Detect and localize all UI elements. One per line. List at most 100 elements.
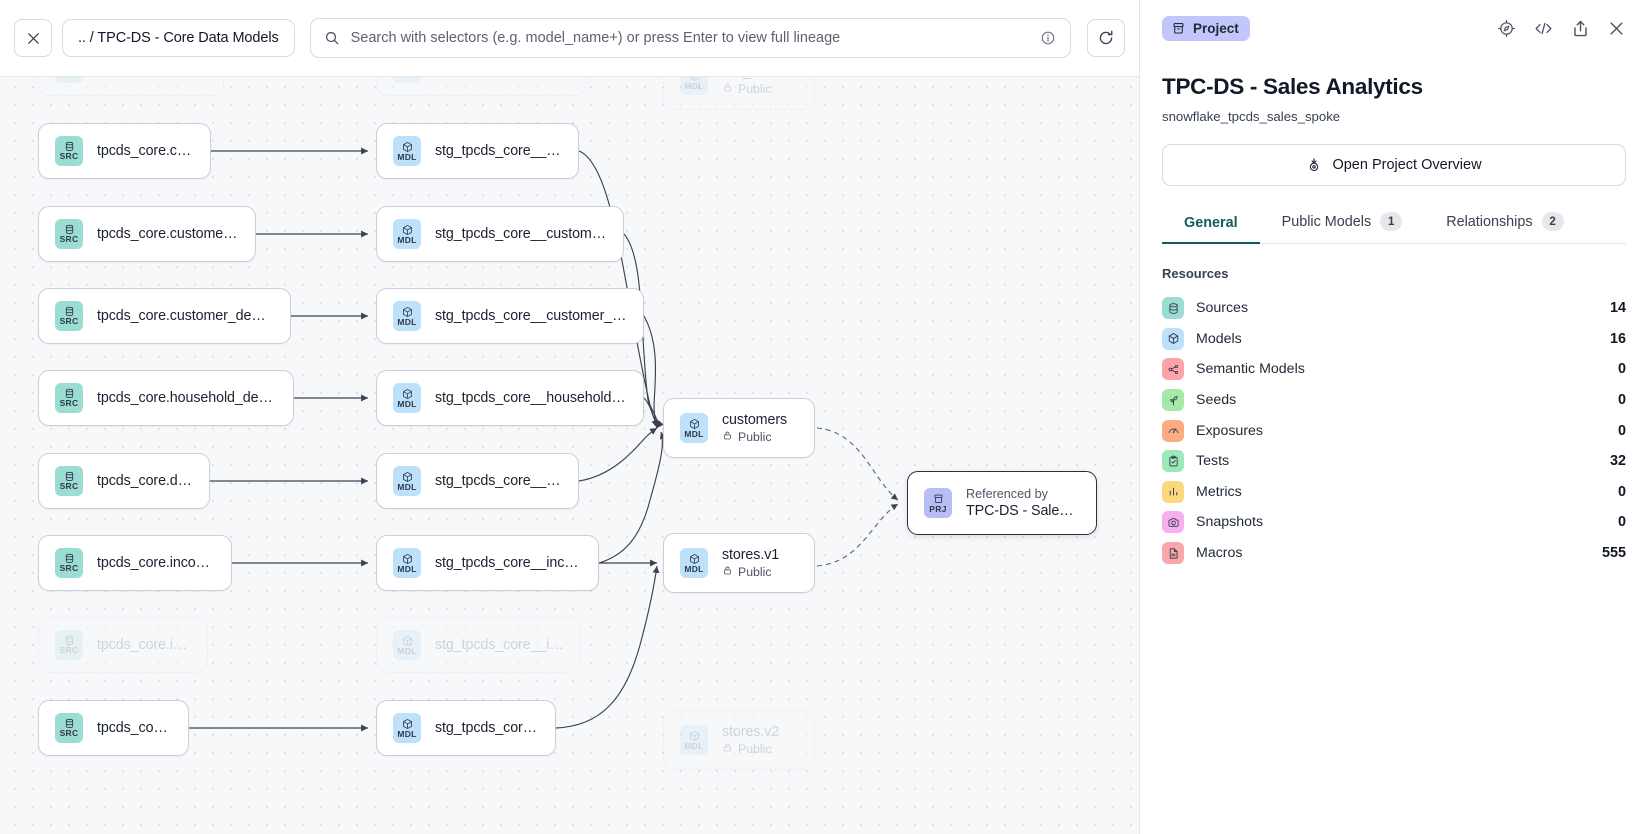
resource-label: Tests — [1196, 453, 1230, 470]
lineage-node-name: tpcds_core.household_demographics — [97, 390, 277, 406]
resource-label: Snapshots — [1196, 514, 1264, 531]
explore-button[interactable] — [1497, 19, 1516, 38]
lineage-node-mdl-household[interactable]: MDLstg_tpcds_core__household_demogr… — [376, 370, 644, 426]
lineage-node-layer: SRCtpcds_core.call_centerSRCtpcds_core.c… — [38, 40, 1097, 770]
resource-type-chip[interactable]: Project — [1162, 15, 1250, 41]
lineage-node-visibility: Public — [722, 742, 779, 756]
lineage-node-labels: tpcds_core.date_dim — [97, 473, 193, 489]
lineage-node-src-inventory[interactable]: SRC tpcds_core.inventory — [38, 617, 208, 673]
resource-count: 555 — [1601, 545, 1626, 562]
lineage-canvas[interactable]: SRCtpcds_core.call_centerSRCtpcds_core.c… — [0, 0, 1139, 834]
resource-row-snapshots[interactable]: Snapshots 0 — [1162, 507, 1626, 538]
tab-general[interactable]: General — [1162, 215, 1260, 244]
panel-header: Project — [1162, 0, 1626, 56]
lineage-node-name: stg_tpcds_core__inventory — [435, 637, 564, 653]
close-lineage-button[interactable] — [14, 19, 52, 57]
lock-icon — [722, 430, 733, 444]
refresh-button[interactable] — [1087, 19, 1125, 57]
resource-label: Semantic Models — [1196, 361, 1305, 378]
lineage-node-mdl-customer-demo[interactable]: MDLstg_tpcds_core__customer_demogra… — [376, 288, 644, 344]
search-bar[interactable] — [309, 18, 1071, 58]
lineage-node-name: stores.v1 — [722, 547, 780, 563]
resource-count: 0 — [1617, 514, 1626, 531]
mdl-badge-icon: MDL — [393, 548, 421, 578]
search-input[interactable] — [350, 30, 1029, 46]
lineage-node-labels: stg_tpcds_core__inventory — [435, 637, 564, 653]
mdl-badge-icon: MDL — [680, 548, 708, 578]
search-info-button[interactable] — [1040, 30, 1056, 46]
src-badge-icon: SRC — [55, 301, 83, 331]
page-title: TPC-DS - Sales Analytics — [1162, 74, 1423, 99]
prj-badge-icon: PRJ — [924, 488, 952, 518]
chip-label: Project — [1193, 20, 1239, 36]
lineage-node-labels: tpcds_core.inventory — [97, 637, 191, 653]
graph-icon — [1162, 358, 1184, 381]
resource-count: 0 — [1617, 483, 1626, 500]
src-badge-icon: SRC — [55, 630, 83, 660]
lineage-node-name: stg_tpcds_core__customer_demogra… — [435, 308, 627, 324]
code-icon — [1535, 22, 1552, 34]
lineage-node-labels: stg_tpcds_core__customer_demogra… — [435, 308, 627, 324]
lineage-node-name: tpcds_core.inventory — [97, 637, 191, 653]
view-code-button[interactable] — [1533, 19, 1554, 38]
lineage-node-src-store[interactable]: SRC tpcds_core.store — [38, 700, 189, 756]
lineage-node-visibility: Public — [722, 430, 787, 444]
lineage-node-name: tpcds_core.date_dim — [97, 473, 193, 489]
refresh-icon — [1099, 30, 1113, 45]
resource-label: Sources — [1196, 300, 1249, 317]
close-panel-button[interactable] — [1607, 19, 1626, 38]
lineage-node-kicker: Referenced by — [966, 487, 1048, 501]
open-project-overview-label: Open Project Overview — [1332, 157, 1482, 173]
resource-count: 14 — [1609, 300, 1626, 317]
file-icon — [1162, 542, 1184, 565]
src-badge-icon: SRC — [55, 548, 83, 578]
lineage-node-labels: stg_tpcds_core__income_band — [435, 555, 582, 571]
lineage-node-labels: stg_tpcds_core__household_demogr… — [435, 390, 627, 406]
breadcrumb[interactable]: .. / TPC-DS - Core Data Models — [62, 19, 295, 57]
lineage-node-mdl-date-dim[interactable]: MDL stg_tpcds_core__date_dim — [376, 453, 579, 509]
open-project-overview-button[interactable]: Open Project Overview — [1162, 144, 1626, 186]
lineage-node-name: tpcds_core.income_band — [97, 555, 215, 571]
close-icon — [1610, 21, 1623, 35]
resource-count: 16 — [1609, 330, 1626, 347]
search-icon — [325, 31, 338, 45]
tab-count-badge: 2 — [1541, 212, 1564, 231]
lineage-node-name: tpcds_core.store — [97, 720, 172, 736]
lineage-node-name: stg_tpcds_core__income_band — [435, 555, 582, 571]
lineage-node-src-income-band[interactable]: SRC tpcds_core.income_band — [38, 535, 232, 591]
lock-icon — [722, 565, 733, 579]
resource-row-sources[interactable]: Sources 14 — [1162, 293, 1626, 324]
lineage-node-name: stg_tpcds_core__customer_address — [435, 226, 607, 242]
mdl-badge-icon: MDL — [393, 466, 421, 496]
lineage-node-mdl-income-band[interactable]: MDL stg_tpcds_core__income_band — [376, 535, 599, 591]
share-button[interactable] — [1571, 19, 1590, 38]
src-badge-icon: SRC — [55, 713, 83, 743]
lineage-node-labels: tpcds_core.income_band — [97, 555, 215, 571]
lineage-node-name: stg_tpcds_core__date_dim — [435, 473, 562, 489]
